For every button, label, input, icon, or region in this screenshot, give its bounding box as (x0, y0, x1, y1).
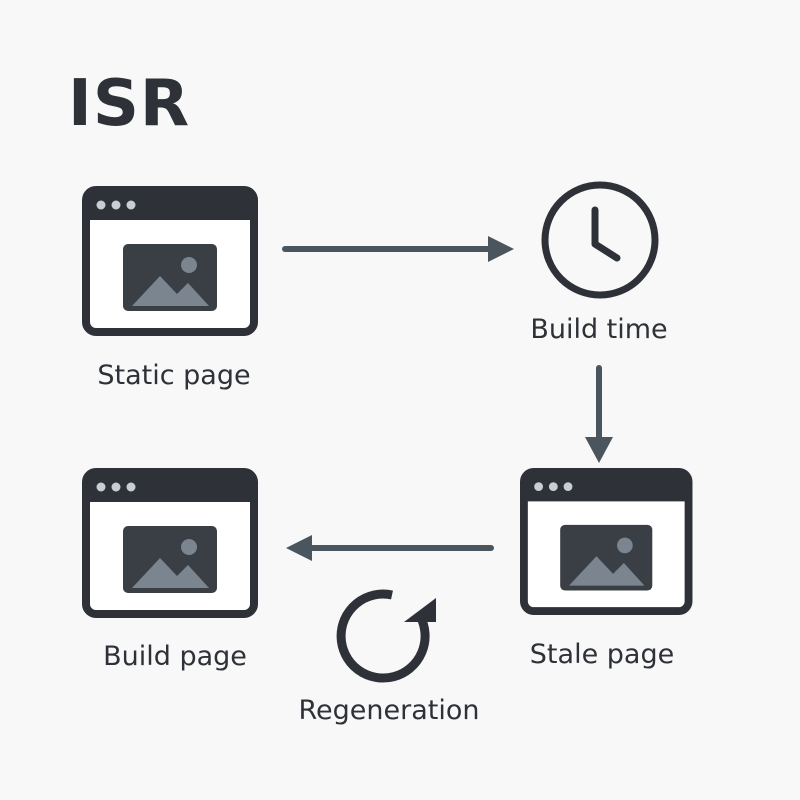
static-page-window (86, 190, 254, 332)
arrow-left (286, 535, 494, 561)
stale-page-window (524, 472, 689, 611)
arrow-down (585, 365, 613, 463)
build-page-label: Build page (103, 641, 247, 672)
clock-icon (541, 181, 659, 299)
arrow-right (282, 236, 514, 262)
build-page-window (86, 472, 254, 614)
static-page-label: Static page (97, 360, 251, 391)
page-title: ISR (68, 67, 191, 141)
refresh-icon (336, 589, 436, 683)
stale-page-label: Stale page (529, 639, 675, 670)
build-time-label: Build time (530, 314, 668, 345)
regeneration-label: Regeneration (298, 695, 480, 726)
